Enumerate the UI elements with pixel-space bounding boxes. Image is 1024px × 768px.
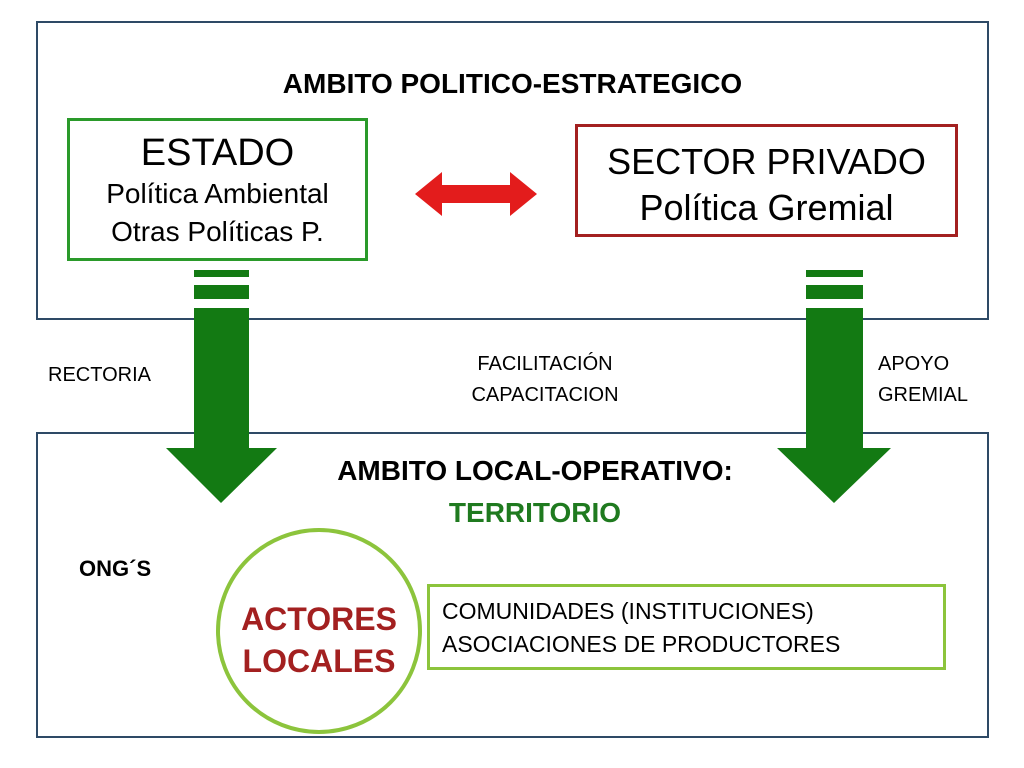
comunidades-line-2: ASOCIACIONES DE PRODUCTORES [442,631,841,657]
rectoria-label: RECTORIA [48,364,151,386]
estado-line-1: Política Ambiental [106,178,329,209]
actores-locales-circle [216,528,422,734]
ongs-label: ONG´S [79,556,152,581]
estado-title: ESTADO [140,132,295,174]
actores-line-1: ACTORES [241,601,397,637]
actores-locales-label: ACTORES LOCALES [216,598,422,682]
comunidades-line-1: COMUNIDADES (INSTITUCIONES) [442,598,814,624]
right-down-arrow-icon [777,270,891,503]
apoyo-gremial-label: APOYO GREMIAL [878,349,968,411]
territorio-subtitle: TERRITORIO [448,497,622,528]
capacitacion-line: CAPACITACION [471,384,619,406]
sector-privado-title: SECTOR PRIVADO [607,141,926,182]
comunidades-box: COMUNIDADES (INSTITUCIONES) ASOCIACIONES… [427,584,946,670]
local-operativo-panel [36,432,989,738]
left-down-arrow-icon [166,270,277,503]
double-arrow-icon [415,172,537,216]
apoyo-line: APOYO [878,353,950,375]
actores-line-2: LOCALES [242,643,396,679]
sector-privado-line-1: Política Gremial [639,187,894,228]
gremial-line: GREMIAL [878,384,969,406]
estado-box: ESTADO Política Ambiental Otras Política… [67,118,368,261]
facilitacion-line: FACILITACIÓN [477,353,613,375]
top-panel-title: AMBITO POLITICO-ESTRATEGICO [282,68,743,99]
facilitacion-label: FACILITACIÓN CAPACITACION [420,349,670,411]
sector-privado-box: SECTOR PRIVADO Política Gremial [575,124,958,237]
bottom-panel-title: AMBITO LOCAL-OPERATIVO: [337,455,733,486]
estado-line-2: Otras Políticas P. [111,216,324,247]
politico-estrategico-panel [36,21,989,320]
